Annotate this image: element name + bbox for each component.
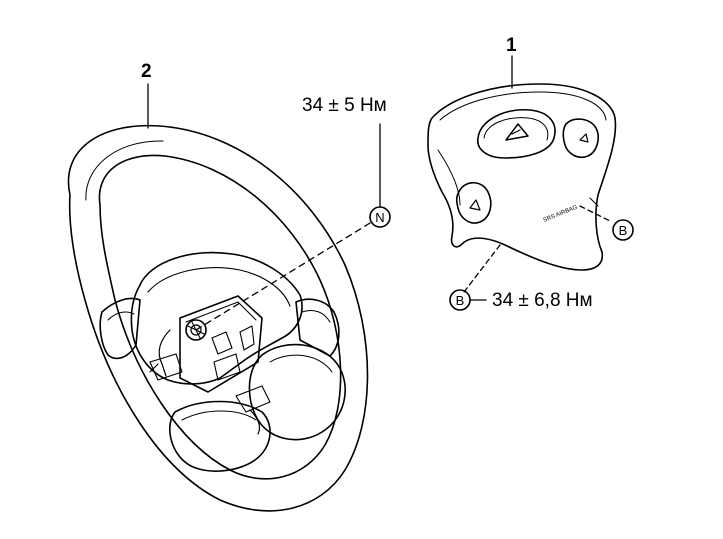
bolt-lower-dashed [463,244,501,293]
wheel-rim-outer [67,124,369,512]
wheel-lower-cover [248,343,346,441]
airbag-cover-text: SRS AIRBAG [543,205,579,224]
wheel-spoke-bottom [169,400,271,472]
airbag-cover-outline [427,83,617,271]
steering-wheel [67,124,369,512]
nut-marker-circle [369,206,391,228]
callout-lines [147,55,613,331]
wheel-rim-inner [98,154,342,480]
nut-axis-dashed [195,222,371,331]
bolt-marker-lower-letter: B [456,293,465,308]
nut-marker-letter: N [375,210,384,225]
airbag-module-number: 1 [506,35,517,56]
bolt-marker-lower-circle [449,289,471,311]
horn-button-main [477,109,556,159]
airbag-module [427,83,617,271]
bolt-marker-right-circle [612,219,634,241]
wheel-spoke-right [295,298,340,357]
horn-symbol-icon [505,123,529,141]
steering-wheel-number: 2 [141,61,152,82]
bolt-marker-right-letter: B [619,223,628,238]
wheel-center-nut [185,319,207,341]
wheel-connector-cable [158,329,171,365]
wheel-hub-housing [130,251,303,385]
horn-button-right [562,118,599,159]
wheel-spoke-left [99,297,141,360]
wheel-boss [179,295,263,393]
bolt-right-dashed [579,205,613,223]
horn-button-left [455,181,492,224]
bolt-torque-spec: 34 ± 6,8 Нм [492,290,593,311]
nut-torque-spec: 34 ± 5 Нм [302,95,387,116]
